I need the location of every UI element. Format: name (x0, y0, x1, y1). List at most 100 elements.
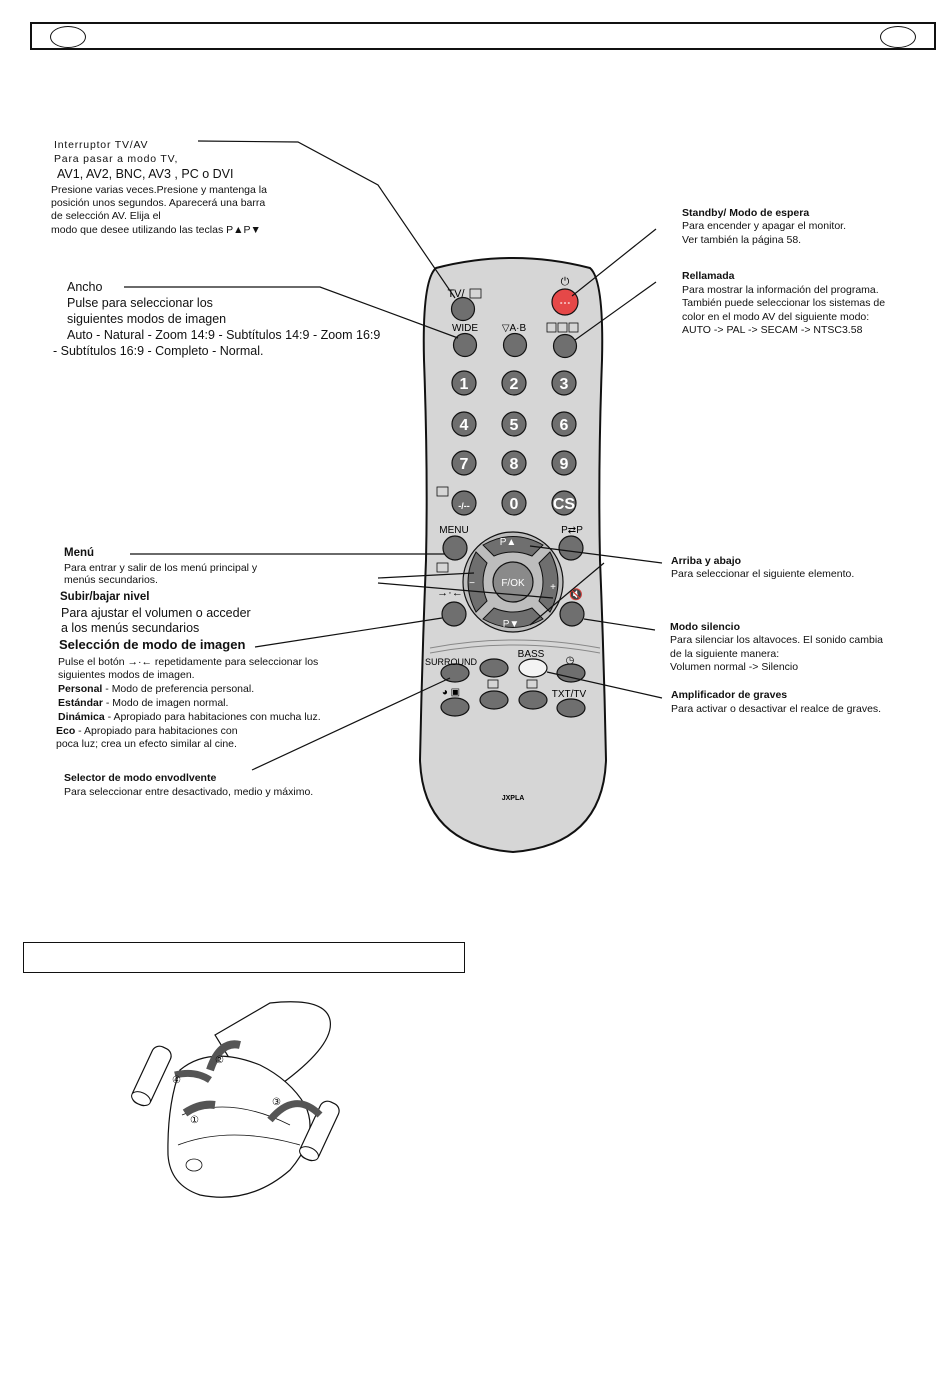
surround-button[interactable] (440, 663, 470, 683)
reveal-icon (568, 322, 579, 333)
menu-line2: menús secundarios. (64, 574, 158, 586)
imagen-eco: Eco - Apropiado para habitaciones con (56, 725, 238, 737)
imagen-line2: siguientes modos de imagen. (58, 669, 195, 681)
plus-label: + (550, 582, 556, 593)
ab-label: ▽A·B (502, 323, 527, 334)
surround-line1: Para seleccionar entre desactivado, medi… (64, 786, 314, 798)
arrow-step-3 (267, 1100, 323, 1123)
recall-button[interactable] (552, 333, 578, 359)
imagen-dinamica: Dinámica - Apropiado para habitaciones c… (58, 711, 321, 723)
standby-title: Standby/ Modo de espera (682, 207, 810, 219)
index2-button[interactable] (518, 690, 548, 710)
leader-lines (124, 140, 663, 771)
digit-button-2[interactable] (551, 370, 577, 396)
rellamada-line1: Para mostrar la información del programa… (682, 284, 879, 296)
digit-label-3: 4 (460, 417, 469, 434)
step-2-label: ② (215, 1055, 224, 1066)
battery-section-header (23, 942, 465, 973)
tvav-line3: AV1, AV2, BNC, AV3 , PC o DVI (57, 167, 234, 181)
bass-button[interactable] (518, 658, 548, 678)
standby-button[interactable] (551, 288, 579, 316)
pp-button[interactable] (558, 535, 584, 561)
picture-mode-button[interactable] (441, 601, 467, 627)
graves-title: Amplificador de graves (671, 689, 788, 701)
graves-line1: Para activar o desactivar el realce de g… (671, 703, 882, 715)
digit-button-11[interactable] (551, 490, 577, 516)
digit-label-2: 3 (560, 376, 569, 393)
silencio-line1: Para silenciar los altavoces. El sonido … (670, 634, 884, 646)
timer-button[interactable] (556, 663, 586, 683)
minus-label: − (469, 578, 475, 589)
imagen-personal: Personal - Modo de preferencia personal. (58, 683, 255, 695)
surround-label: SURROUND (425, 657, 478, 667)
digit-label-8: 9 (560, 456, 569, 473)
timer-icon: ◷ (566, 655, 575, 666)
txttv-button[interactable] (556, 698, 586, 718)
tv-av-button[interactable] (450, 296, 476, 322)
digit-label-0: 1 (460, 376, 469, 393)
tvav-line5: posición unos segundos. Aparecerá una ba… (51, 197, 266, 209)
tvav-line2: Para pasar a modo TV, (54, 153, 179, 165)
digit-label-9: -/-- (458, 501, 470, 511)
menu-button[interactable] (442, 535, 468, 561)
tvav-line6: de selección AV. Elija el (51, 210, 161, 222)
arrow-step-2 (206, 1040, 241, 1072)
silencio-line2: de la siguiente manera: (670, 648, 780, 660)
ancho-line3: Auto - Natural - Zoom 14:9 - Subtítulos … (67, 328, 381, 342)
step-1-label: ① (190, 1115, 199, 1126)
pup-label: P▲ (500, 537, 517, 548)
digit-button-0[interactable] (451, 370, 477, 396)
menu-line1: Para entrar y salir de los menú principa… (64, 562, 258, 574)
silencio-line3: Volumen normal -> Silencio (670, 661, 799, 673)
surround-title: Selector de modo envodlvente (64, 772, 217, 784)
ab-button[interactable] (502, 332, 528, 358)
silencio-title: Modo silencio (670, 621, 741, 633)
blank-button[interactable] (479, 658, 509, 678)
digit-button-5[interactable] (551, 411, 577, 437)
imagen-estandar: Estándar - Modo de imagen normal. (58, 697, 229, 709)
p-down-button[interactable] (482, 607, 544, 628)
remote-back (167, 1055, 311, 1198)
digit-button-6[interactable] (451, 450, 477, 476)
header-oval-right (880, 26, 916, 48)
battery-left (131, 1045, 172, 1107)
digit-button-9[interactable] (451, 490, 477, 516)
digit-button-8[interactable] (551, 450, 577, 476)
nivel-line1: Para ajustar el volumen o acceder (61, 606, 251, 620)
color-button[interactable] (440, 697, 470, 717)
ancho-line1: Pulse para seleccionar los (67, 296, 213, 310)
svg-text:∘∘∘: ∘∘∘ (559, 301, 570, 307)
digit-button-3[interactable] (451, 411, 477, 437)
digit-label-1: 2 (510, 376, 519, 393)
fok-button[interactable] (492, 561, 534, 603)
digit-button-1[interactable] (501, 370, 527, 396)
menu-title: Menú (64, 547, 95, 559)
wide-label: WIDE (452, 323, 478, 334)
txttv-label: TXT/TV (552, 689, 587, 700)
digit-label-10: 0 (510, 496, 519, 513)
hold-button[interactable] (479, 690, 509, 710)
rellamada-line3: color en el modo AV del siguiente modo: (682, 311, 870, 323)
mute-button[interactable] (559, 601, 585, 627)
volume-down-button[interactable] (467, 551, 488, 613)
pp-label: P⇄P (561, 525, 583, 536)
digit-label-7: 8 (510, 456, 519, 473)
arriba-line1: Para seleccionar el siguiente elemento. (671, 568, 855, 580)
wide-button[interactable] (452, 332, 478, 358)
imagen-line1: Pulse el botón →·← repetidamente para se… (58, 656, 319, 668)
digit-button-10[interactable] (501, 490, 527, 516)
color-icon: ◕ ▣ (442, 687, 460, 698)
ancho-line4: - Subtítulos 16:9 - Completo - Normal. (53, 344, 264, 358)
p-up-button[interactable] (482, 536, 544, 557)
bass-label: BASS (518, 649, 545, 660)
digit-label-5: 6 (560, 417, 569, 434)
arrow-step-4 (174, 1069, 212, 1083)
teletext-icon (546, 322, 557, 333)
ancho-line2: siguientes modos de imagen (67, 312, 227, 326)
imagen-eco2: poca luz; crea un efecto similar al cine… (56, 738, 237, 750)
digit-button-7[interactable] (501, 450, 527, 476)
power-icon: ⏻ (561, 276, 570, 288)
digit-mode-icon (436, 486, 449, 497)
digit-button-4[interactable] (501, 411, 527, 437)
